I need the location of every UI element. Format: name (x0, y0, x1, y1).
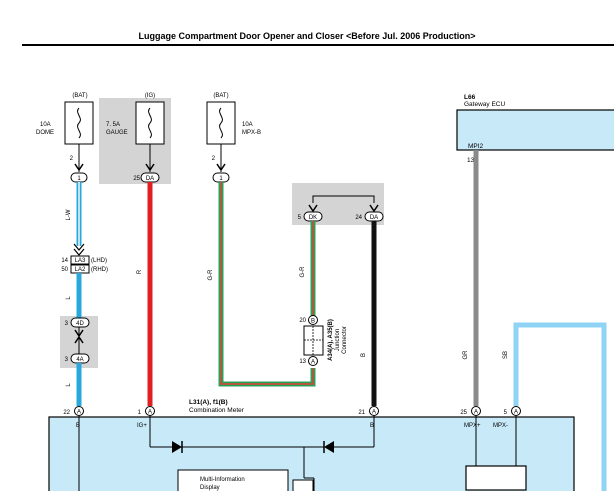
svg-text:B: B (370, 423, 374, 429)
fuse3-pin: 2 (212, 156, 216, 162)
page-title: Luggage Compartment Door Opener and Clos… (138, 31, 476, 41)
fuse2-connector-label: DA (146, 176, 154, 182)
wire-gr-loop (218, 182, 316, 387)
la2-label: LA2 (75, 267, 86, 273)
gateway-ecu-box (456, 109, 614, 151)
wire-l-label-1: L (66, 296, 72, 300)
fuse3-source: (BAT) (213, 93, 228, 99)
wire-lw-arrows (73, 243, 85, 256)
title-divider (22, 44, 614, 46)
svg-text:1: 1 (138, 410, 142, 416)
wire-r-label: R (137, 269, 143, 274)
junction-id: A34(A), A35(B) (328, 319, 334, 361)
fuse2-pin: 25 (133, 176, 140, 182)
junction-top-dk-label: DK (309, 215, 317, 221)
svg-text:5: 5 (504, 410, 508, 416)
junction-a-circle (308, 356, 318, 366)
wire-sb (513, 322, 607, 491)
junction-a-pin: 13 (299, 359, 306, 365)
wire-lw-label: L-W (66, 209, 72, 220)
la3-connector (70, 255, 90, 265)
la3-side: (LHD) (91, 258, 107, 264)
wire-gr-label-2: G-R (300, 266, 306, 278)
connector-4a-label: 4A (76, 357, 83, 363)
wire-b-label: B (361, 353, 367, 357)
meter-pin-5: 5 A MPX- (493, 406, 521, 429)
fuse1-pin: 2 (70, 156, 74, 162)
svg-text:22: 22 (63, 410, 70, 416)
connector-4a-pin: 3 (65, 357, 69, 363)
junction-a-conn: A (311, 360, 315, 366)
svg-text:A: A (474, 410, 478, 416)
svg-text:IG+: IG+ (137, 423, 147, 429)
gateway-name: Gateway ECU (464, 101, 505, 108)
svg-text:25: 25 (460, 410, 467, 416)
wire-sb-label: SB (503, 351, 509, 359)
connector-4d-label: 4D (76, 321, 84, 327)
meter-pin-22: 22 A B (63, 406, 84, 429)
fuse3-name: MPX-B (242, 130, 261, 136)
la3-pin: 14 (61, 258, 68, 264)
fuse1-connector-label: 1 (77, 176, 81, 182)
junction-top-da-label: DA (370, 215, 378, 221)
junction-name-1: Junction (335, 329, 341, 351)
fuse2-name: GAUGE (106, 130, 128, 136)
svg-text:MPX+: MPX+ (464, 423, 481, 429)
junction-b-circle (308, 315, 318, 325)
gateway-id: L66 (464, 94, 476, 101)
connector-4d-pin: 3 (65, 321, 69, 327)
gateway-pin-label: MPI2 (468, 143, 484, 150)
fuse2-symbol (148, 107, 152, 139)
meter-name: Combination Meter (189, 407, 245, 414)
multi-info-display-box (177, 469, 289, 491)
meter-pin-1: 1 A IG+ (137, 406, 155, 429)
diode-left (172, 441, 183, 453)
mpx-ic-box (465, 465, 527, 491)
junction-b-conn: B (311, 319, 315, 325)
display-sub-box (292, 479, 314, 491)
display-line-1: Multi-Information (200, 477, 245, 483)
svg-text:B: B (76, 423, 80, 429)
fuse1-source: (BAT) (72, 93, 87, 99)
svg-text:MPX-: MPX- (493, 423, 508, 429)
fuse1-symbol (77, 107, 81, 139)
fuse3-symbol (219, 107, 223, 139)
junction-connector-body (303, 325, 324, 356)
connector-4d (70, 317, 90, 328)
gateway-pin: 13 (467, 157, 475, 164)
meter-pin-25: 25 A MPX+ (460, 406, 481, 429)
fuse2-amp: 7. 5A (106, 122, 120, 128)
svg-text:A: A (372, 410, 376, 416)
svg-text:A: A (514, 410, 518, 416)
la2-pin: 50 (61, 267, 68, 273)
junction-b-pin: 20 (299, 318, 306, 324)
junction-name-2: Connector (342, 326, 348, 354)
wire-l-label-2: L (66, 383, 72, 387)
diode-right (323, 441, 334, 453)
svg-text:21: 21 (358, 410, 365, 416)
fuse3-connector-label: 1 (219, 176, 223, 182)
fuse1-amp: 10A (40, 122, 51, 128)
meter-pin-21: 21 A B (358, 406, 379, 429)
meter-internal-wiring (78, 416, 517, 491)
wire-gr-label-1: G-R (208, 269, 214, 281)
junction-top-da-pin: 24 (355, 215, 362, 221)
fuse1-name: DOME (36, 130, 54, 136)
fuse2-source: (IG) (145, 93, 155, 99)
svg-text:A: A (148, 410, 152, 416)
la2-side: (RHD) (91, 267, 108, 273)
la3-label: LA3 (75, 258, 86, 264)
fuse3-amp: 10A (242, 122, 253, 128)
svg-text:A: A (77, 410, 81, 416)
display-line-2: Display (200, 485, 220, 491)
meter-id: L31(A), f1(B) (189, 399, 228, 406)
wire-gr-label: GR (463, 350, 469, 360)
junction-top-dk-pin: 5 (298, 215, 302, 221)
